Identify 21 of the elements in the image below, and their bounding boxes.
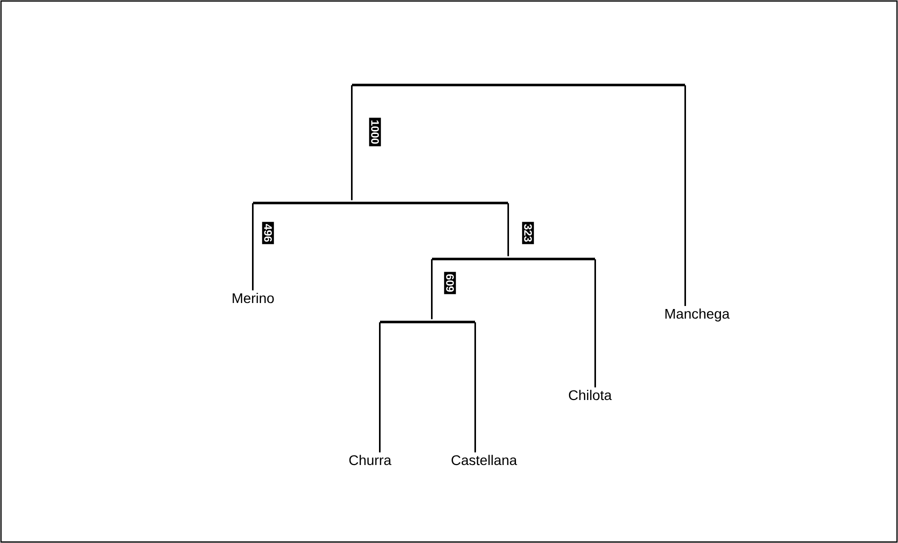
tree-branch <box>380 320 475 324</box>
tree-branch <box>594 259 596 388</box>
tree-branch <box>431 259 433 320</box>
leaf-label: Chilota <box>568 390 612 400</box>
leaf-label: Castellana <box>452 454 518 466</box>
tree-branch <box>432 258 595 260</box>
tree-branch <box>684 85 686 306</box>
tree-branch <box>351 85 353 200</box>
tree-branch <box>352 84 685 86</box>
tree-branch <box>379 322 381 452</box>
edge-label: 496 <box>262 222 274 244</box>
leaf-label: Churra <box>349 454 392 466</box>
tree-branch <box>507 203 509 256</box>
tree-branch <box>253 202 508 204</box>
edge-label: 609 <box>444 272 456 294</box>
tree-branch <box>474 322 476 452</box>
leaf-label: Manchega <box>665 308 730 322</box>
edge-label: 1000 <box>369 118 381 146</box>
leaf-label: Merino <box>232 292 274 304</box>
tree-branch <box>252 203 254 290</box>
edge-label: 323 <box>522 222 534 244</box>
